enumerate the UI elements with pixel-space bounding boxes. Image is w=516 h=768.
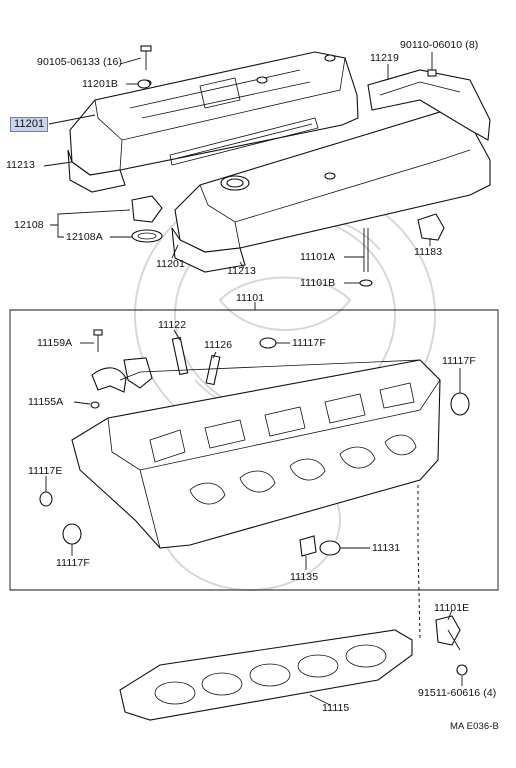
label-11155a[interactable]: 11155A xyxy=(28,396,64,408)
label-11117f-top[interactable]: 11117F xyxy=(292,337,326,349)
stud-bolt-11101a[interactable] xyxy=(359,228,373,287)
label-11201-highlighted[interactable]: 11201 xyxy=(10,117,49,132)
cylinder-head-cover-front[interactable] xyxy=(169,111,491,273)
label-11101a[interactable]: 11101A xyxy=(300,251,336,263)
label-90105-06133[interactable]: 90105-06133 (16) xyxy=(37,56,123,68)
label-11201-lower[interactable]: 11201 xyxy=(156,258,185,270)
washer-11135[interactable] xyxy=(299,535,317,557)
label-90110-06010[interactable]: 90110-06010 (8) xyxy=(400,39,479,51)
label-11117f-left[interactable]: 11117F xyxy=(56,557,90,569)
plug-11117f-top[interactable] xyxy=(259,337,277,349)
leader-lines xyxy=(43,52,463,706)
baffle-plate[interactable] xyxy=(367,69,491,141)
label-12108[interactable]: 12108 xyxy=(14,219,44,231)
union-11101e[interactable] xyxy=(435,615,468,676)
bearing-cap-11155a[interactable] xyxy=(90,357,153,409)
label-11183[interactable]: 11183 xyxy=(414,246,443,258)
label-11213-top[interactable]: 11213 xyxy=(6,159,35,171)
label-11101[interactable]: 11101 xyxy=(236,292,265,304)
seal-plug-11159a[interactable] xyxy=(93,329,103,352)
label-12108a[interactable]: 12108A xyxy=(66,231,103,243)
label-11115[interactable]: 11115 xyxy=(322,702,350,714)
guide-11122[interactable] xyxy=(171,336,189,376)
head-gasket[interactable] xyxy=(119,629,413,721)
plug-11117f-right[interactable] xyxy=(450,392,470,416)
label-11117e[interactable]: 11117E xyxy=(28,465,63,477)
grommet-11201b[interactable] xyxy=(137,79,151,89)
label-11201b[interactable]: 11201B xyxy=(82,78,119,90)
label-11101e[interactable]: 11101E xyxy=(434,602,470,614)
label-11101b[interactable]: 11101B xyxy=(300,277,336,289)
label-11219[interactable]: 11219 xyxy=(370,52,399,64)
label-11159a[interactable]: 11159A xyxy=(37,337,73,349)
plug-11117e[interactable] xyxy=(39,491,53,507)
dashed-leader xyxy=(417,485,421,641)
label-11126[interactable]: 11126 xyxy=(204,339,233,351)
gasket-11131[interactable] xyxy=(319,540,341,556)
label-91511-60616[interactable]: 91511-60616 (4) xyxy=(418,687,497,699)
label-11213-lower[interactable]: 11213 xyxy=(227,265,256,277)
guide-11126[interactable] xyxy=(205,354,221,386)
oil-filler-cap[interactable] xyxy=(131,195,163,243)
label-11131[interactable]: 11131 xyxy=(372,542,401,554)
label-11117f-right[interactable]: 11117F xyxy=(442,355,476,367)
cylinder-head-box xyxy=(9,302,499,591)
plug-11117f-left[interactable] xyxy=(62,523,82,545)
cylinder-head[interactable] xyxy=(71,359,441,549)
diagram-reference-code: MA E036-B xyxy=(450,721,499,732)
label-11122[interactable]: 11122 xyxy=(158,319,187,331)
cover-nut-90110[interactable] xyxy=(427,55,437,77)
cylinder-head-cover-rear[interactable] xyxy=(67,51,359,193)
label-11135[interactable]: 11135 xyxy=(290,571,319,583)
bracket-11183[interactable] xyxy=(417,213,445,241)
cover-bolt[interactable] xyxy=(140,45,152,70)
